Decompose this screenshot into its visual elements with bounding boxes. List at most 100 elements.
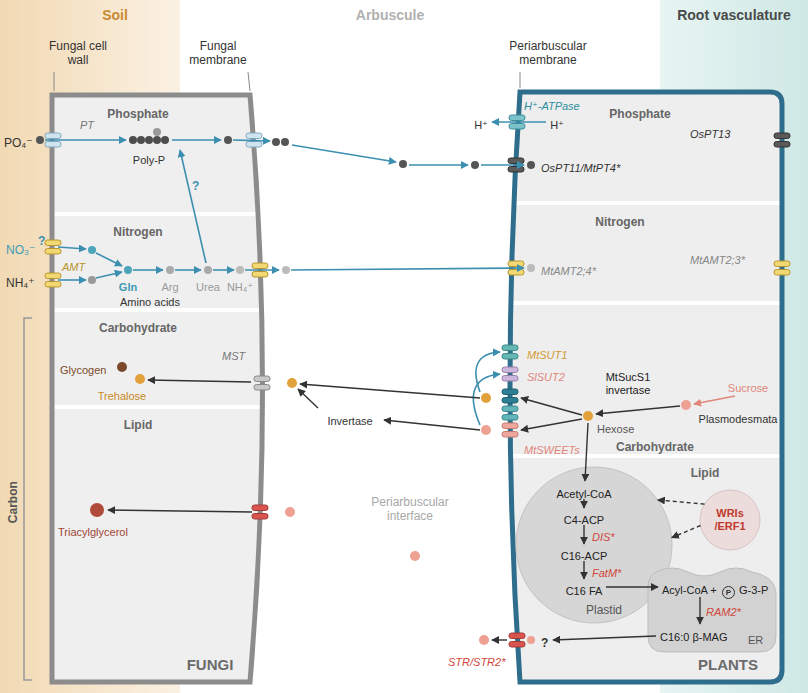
nutrient-arrow xyxy=(245,269,279,271)
part-label-holder: Fungal cell wall xyxy=(46,40,110,68)
nutrient-arrow xyxy=(133,269,163,271)
band-separator xyxy=(40,308,290,312)
molecule-label-holder: G-3-P xyxy=(739,580,768,598)
nutrient-band: Nitrogen xyxy=(512,205,780,301)
nutrient-arrow xyxy=(233,140,270,141)
band-heading-holder: Lipid xyxy=(124,415,153,433)
band-separator xyxy=(40,212,290,216)
molecule-dot xyxy=(153,128,161,136)
band-heading-holder: Phosphate xyxy=(609,104,670,122)
nutrient-arrow xyxy=(175,269,201,271)
region-heading: Arbuscule xyxy=(356,7,424,23)
group-label-holder: Amino acids xyxy=(120,292,180,310)
molecule-label-holder: Acetyl-CoA xyxy=(556,484,611,502)
transporter-label-holder: MtSWEETs xyxy=(524,440,580,458)
transporter-symbol xyxy=(502,389,518,403)
molecule-label: Poly-P xyxy=(133,154,165,167)
band-heading: Phosphate xyxy=(609,108,670,122)
carbon-bracket xyxy=(24,318,32,680)
transporter-label-holder: AMT xyxy=(62,257,85,275)
cell-name: PLANTS xyxy=(698,656,758,673)
ion-label: H⁺ xyxy=(474,119,488,132)
molecule-label-holder: C16:0 β-MAG xyxy=(660,627,727,645)
molecule-label-holder: C4-ACP xyxy=(564,510,604,528)
enzyme-label: DIS* xyxy=(592,531,615,544)
plant-cell-fill xyxy=(510,92,782,682)
molecule-dot xyxy=(471,161,479,169)
band-heading-holder: Nitrogen xyxy=(113,222,162,240)
molecule-dot xyxy=(281,138,289,146)
molecule-dot xyxy=(88,246,96,254)
enzyme-label: FatM* xyxy=(592,567,621,580)
transporter-label-holder: STR/STR2* xyxy=(448,652,505,670)
molecule-label: Acyl-CoA + xyxy=(662,584,717,597)
molecule-dot xyxy=(285,507,295,517)
regulation-arrow xyxy=(658,500,705,504)
carbon-arrow xyxy=(553,636,656,640)
molecule-dot xyxy=(166,266,174,274)
molecule-label-holder: Hexose xyxy=(597,419,634,437)
band-heading: Nitrogen xyxy=(595,216,644,230)
transporter-symbol xyxy=(774,261,790,275)
molecule-dot xyxy=(204,266,212,274)
molecule-label: Arg xyxy=(161,281,178,294)
soil-band: Soil xyxy=(0,0,180,693)
fungal-cell: FUNGIPhosphateNitrogenCarbohydrateLipid xyxy=(50,93,266,685)
region-label-holder: Periarbuscular interface xyxy=(360,496,460,524)
cell-name: FUNGI xyxy=(187,656,234,673)
molecule-dot xyxy=(161,136,169,144)
ion-label-holder: H⁺ xyxy=(550,115,564,133)
enzyme-label: RAM2* xyxy=(706,606,741,619)
band-heading: Lipid xyxy=(691,467,720,481)
transporter-label-holder: MtAMT2;4* xyxy=(541,261,596,279)
molecule-dot xyxy=(399,160,407,168)
transporter-label-holder: MtAMT2;3* xyxy=(690,250,745,268)
cell-name-holder: FUNGI xyxy=(187,656,234,674)
molecule-label: Sucrose xyxy=(728,382,768,395)
molecule-label-holder: Poly-P xyxy=(133,150,165,168)
region-heading-holder: Root vasculature xyxy=(677,6,791,24)
band-heading-holder: Nitrogen xyxy=(595,212,644,230)
ion-label-holder: PO₄⁻ xyxy=(4,133,33,151)
ion-label: NH₄⁺ xyxy=(6,277,35,291)
molecule-dot xyxy=(481,425,491,435)
fungal-outline xyxy=(52,95,263,682)
nutrient-arrow xyxy=(291,268,524,270)
carbon-arrow xyxy=(300,384,480,398)
molecule-label-holder: Acyl-CoA + xyxy=(662,580,717,598)
molecule-dot xyxy=(153,136,161,144)
nutrient-band: Lipid xyxy=(54,409,252,680)
nutrient-band: LipidPlastidWRIs /ERF1ER xyxy=(512,458,780,680)
ion-label-holder: H⁺ xyxy=(474,115,488,133)
band-heading: Lipid xyxy=(124,419,153,433)
band-separator xyxy=(495,201,790,205)
transporter-symbol xyxy=(774,133,790,147)
molecule-label-holder: Arg xyxy=(161,277,178,295)
carbon-arrow xyxy=(583,499,584,508)
molecule-dot xyxy=(90,503,104,517)
carbon-arrow xyxy=(583,561,584,579)
molecule-label: Glycogen xyxy=(60,364,106,377)
organelle-name-holder: Plastid xyxy=(586,600,622,618)
molecule-dot xyxy=(137,136,145,144)
transporter-symbol xyxy=(502,406,518,420)
enzyme-label-holder: RAM2* xyxy=(706,602,741,620)
transporter-label-holder: H⁺-ATPase xyxy=(524,96,580,114)
transporter-symbol xyxy=(45,115,790,647)
transporter-label: MtSWEETs xyxy=(524,444,580,457)
part-label-holder: Periarbuscular membrane xyxy=(496,40,600,68)
carbon-arrow xyxy=(492,639,507,640)
transporter-label-holder: OsPT13 xyxy=(690,124,730,142)
band-separator xyxy=(40,405,290,409)
molecule-dot xyxy=(145,136,153,144)
molecule-dot xyxy=(36,136,44,144)
molecule-label-holder: Urea xyxy=(196,277,220,295)
enzyme-label: Invertase xyxy=(327,415,372,428)
band-heading-holder: Carbohydrate xyxy=(99,318,177,336)
transporter-symbol xyxy=(502,423,518,437)
nutrient-arrow xyxy=(58,279,86,281)
question-mark: ? xyxy=(38,235,45,249)
cell-name-holder: PLANTS xyxy=(698,656,758,674)
nutrient-arrow xyxy=(172,139,221,141)
molecule-dot xyxy=(481,393,491,403)
